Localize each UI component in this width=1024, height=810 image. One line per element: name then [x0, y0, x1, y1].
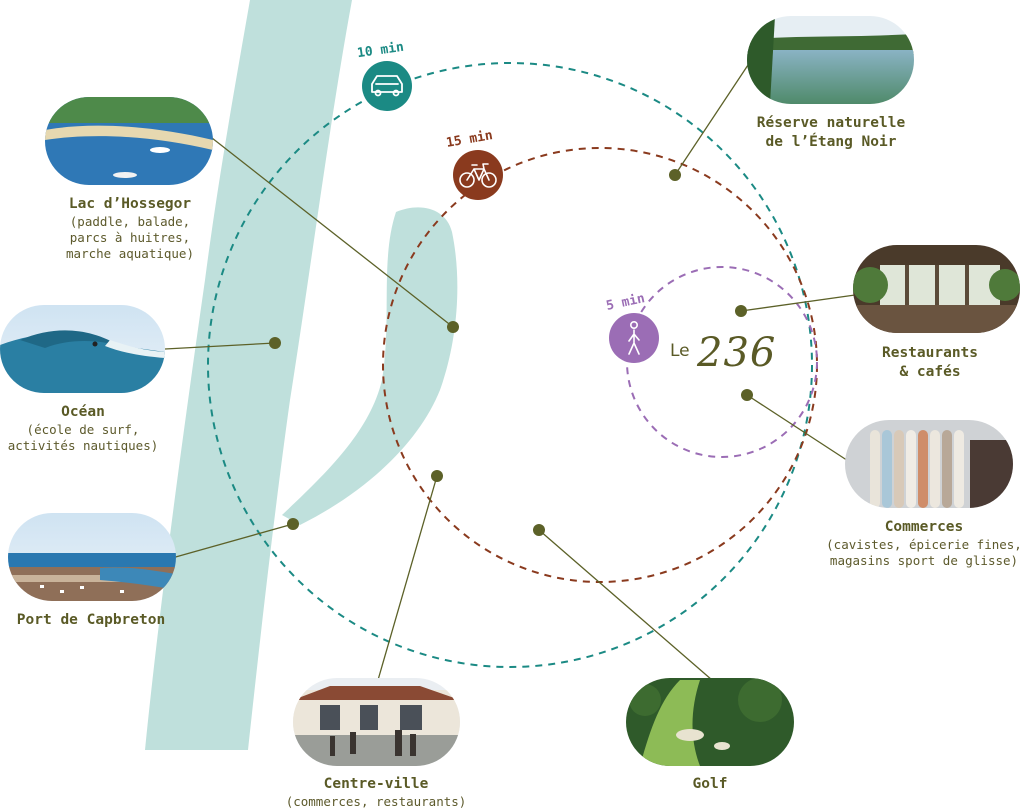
photo-port-capbreton — [8, 513, 176, 601]
lake-shape — [282, 207, 458, 525]
bike-badge — [453, 150, 503, 200]
photo-golf — [626, 678, 794, 766]
ring-10-min-car — [207, 62, 813, 668]
photo-commerces — [845, 420, 1013, 508]
connector-lines — [164, 61, 863, 681]
photo-ocean — [0, 305, 165, 393]
place-title: Golf — [692, 776, 728, 792]
dot-etang — [669, 169, 681, 181]
dot-centre — [431, 470, 443, 482]
place-subtitle: & cafés — [899, 364, 961, 380]
walking-person-icon — [628, 320, 640, 355]
ocean-coast-shape — [145, 0, 352, 750]
place-title: Centre-ville — [323, 776, 429, 792]
place-title: Lac d’Hossegor — [68, 196, 192, 212]
bicycle-icon — [459, 163, 497, 188]
dot-commerces — [741, 389, 753, 401]
walk-badge — [609, 313, 659, 363]
dot-port — [287, 518, 299, 530]
dot-lac — [447, 321, 459, 333]
dot-golf — [533, 524, 545, 536]
place-title: Restaurants — [881, 345, 979, 361]
photo-lac-hossegor — [45, 97, 213, 185]
place-subtitle: (commerces, restaurants) — [285, 794, 467, 809]
label-lac-hossegor: Lac d’Hossegor (paddle, balade, parcs à … — [40, 195, 220, 262]
label-etang-noir: Réserve naturelle de l’Étang Noir — [735, 114, 927, 152]
place-subtitle: de l’Étang Noir — [765, 134, 897, 150]
place-subtitle: magasins sport de glisse) — [829, 553, 1019, 568]
label-port-capbreton: Port de Capbreton — [0, 611, 182, 630]
place-title: Port de Capbreton — [16, 612, 166, 628]
label-centre-ville: Centre-ville (commerces, restaurants) — [270, 775, 482, 810]
center-prefix: Le — [670, 341, 690, 361]
car-icon — [371, 75, 403, 97]
photo-centre-ville — [293, 678, 460, 766]
photo-etang-noir — [747, 16, 914, 104]
label-commerces: Commerces (cavistes, épicerie fines, mag… — [824, 518, 1024, 569]
place-subtitle: (cavistes, épicerie fines, — [826, 537, 1022, 552]
ring-5-min-walk — [626, 266, 818, 458]
photo-restaurants — [853, 245, 1020, 333]
dot-restaurants — [735, 305, 747, 317]
dot-ocean — [269, 337, 281, 349]
place-title: Commerces — [884, 519, 964, 535]
label-ocean: Océan (école de surf, activités nautique… — [0, 403, 166, 454]
place-title: Océan — [61, 404, 105, 420]
place-subtitle: (paddle, balade, — [69, 214, 191, 229]
place-subtitle: activités nautiques) — [7, 438, 159, 453]
center-name: 236 — [697, 330, 777, 376]
label-restaurants: Restaurants & cafés — [860, 344, 1000, 382]
car-badge — [362, 61, 412, 111]
place-subtitle: marche aquatique) — [66, 246, 194, 261]
label-golf: Golf — [660, 775, 760, 794]
place-subtitle: (école de surf, — [26, 422, 140, 437]
place-title: Réserve naturelle — [756, 115, 906, 131]
place-subtitle: parcs à huitres, — [69, 230, 191, 245]
place-dots — [269, 169, 753, 536]
